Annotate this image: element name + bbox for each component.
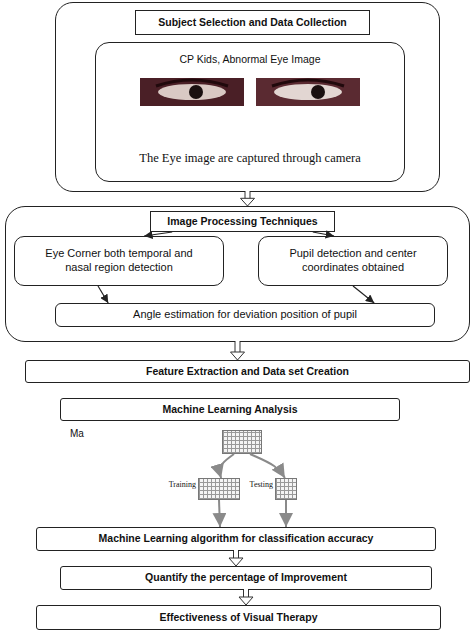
process-box: Quantify the percentage of Improvement xyxy=(60,566,432,590)
eye-photo-right xyxy=(256,78,360,106)
data-grid: Testing xyxy=(275,478,297,500)
data-grid: Training xyxy=(198,478,240,500)
arrow-line xyxy=(353,286,374,303)
arrow-line xyxy=(285,500,287,527)
connector-arrow xyxy=(144,232,172,236)
eye-iris xyxy=(311,85,325,99)
connector-arrow xyxy=(286,500,287,527)
arrow-line xyxy=(220,454,234,478)
arrow-head xyxy=(231,352,245,360)
process-box: Angle estimation for deviation position … xyxy=(55,303,435,327)
connector-arrow xyxy=(353,286,374,303)
eye-white xyxy=(274,84,342,100)
arrow-shaft xyxy=(235,342,241,353)
eye-lid xyxy=(272,80,344,86)
image-box: CP Kids, Abnormal Eye ImageThe Eye image… xyxy=(95,42,405,182)
box-text: Image Processing Techniques xyxy=(167,215,317,228)
heading-box: Subject Selection and Data Collection xyxy=(135,10,370,35)
box-text: Subject Selection and Data Collection xyxy=(158,16,346,29)
eye-lid xyxy=(156,80,228,86)
data-grid xyxy=(222,430,262,454)
group-box: Subject Selection and Data Collection CP … xyxy=(55,2,440,192)
connector-arrow xyxy=(98,286,108,303)
arrow-line xyxy=(219,500,220,527)
connector-arrow xyxy=(313,232,334,236)
grid-label: Testing xyxy=(250,480,273,490)
flow-arrow xyxy=(231,341,245,360)
note-label: Ma xyxy=(70,428,84,439)
box-text: Machine Learning Analysis xyxy=(163,403,298,416)
process-box: Machine Learning algorithm for classific… xyxy=(36,527,436,551)
arrow-line xyxy=(250,454,285,478)
box-text: CP Kids, Abnormal Eye Image xyxy=(179,53,320,66)
grid-label: Training xyxy=(169,480,196,490)
process-box: Eye Corner both temporal and nasal regio… xyxy=(14,236,224,286)
box-text: Pupil detection and center coordinates o… xyxy=(281,247,425,275)
heading-box: Image Processing Techniques xyxy=(150,211,335,232)
arrow-head xyxy=(241,198,255,206)
arrow-shaft-inner xyxy=(246,191,250,200)
arrow-shaft-inner xyxy=(234,550,238,560)
box-text: Quantify the percentage of Improvement xyxy=(145,571,347,584)
flow-arrow xyxy=(239,589,253,605)
eye-iris xyxy=(189,85,203,99)
connector-arrow xyxy=(250,454,285,478)
process-box: Machine Learning Analysis xyxy=(60,398,400,421)
arrow-head xyxy=(239,597,253,605)
group-box: Image Processing TechniquesEye Corner bo… xyxy=(5,206,470,342)
arrow-shaft-inner xyxy=(236,341,240,354)
arrow-line xyxy=(313,232,334,236)
box-text: Angle estimation for deviation position … xyxy=(133,308,357,322)
flow-arrow xyxy=(229,550,243,566)
process-box: Pupil detection and center coordinates o… xyxy=(258,236,448,286)
process-box: Feature Extraction and Data set Creation xyxy=(25,360,470,383)
arrow-line xyxy=(144,232,172,236)
eye-photo-left xyxy=(140,78,244,106)
arrow-shaft xyxy=(243,590,249,598)
process-box: Effectiveness of Visual Therapy xyxy=(36,605,441,630)
arrow-line xyxy=(98,286,108,303)
box-text: The Eye image are captured through camer… xyxy=(139,151,360,167)
flow-arrow xyxy=(241,191,255,206)
arrow-shaft xyxy=(245,192,251,199)
connector-arrow xyxy=(220,454,234,478)
box-text: Eye Corner both temporal and nasal regio… xyxy=(41,247,197,275)
box-text: Feature Extraction and Data set Creation xyxy=(146,365,349,378)
arrow-shaft xyxy=(233,551,239,559)
arrow-shaft-inner xyxy=(244,589,248,599)
eye-white xyxy=(158,84,226,100)
arrow-head xyxy=(229,558,243,566)
box-text: Machine Learning algorithm for classific… xyxy=(99,532,374,545)
connector-arrow xyxy=(219,500,220,527)
box-text: Effectiveness of Visual Therapy xyxy=(160,611,318,624)
